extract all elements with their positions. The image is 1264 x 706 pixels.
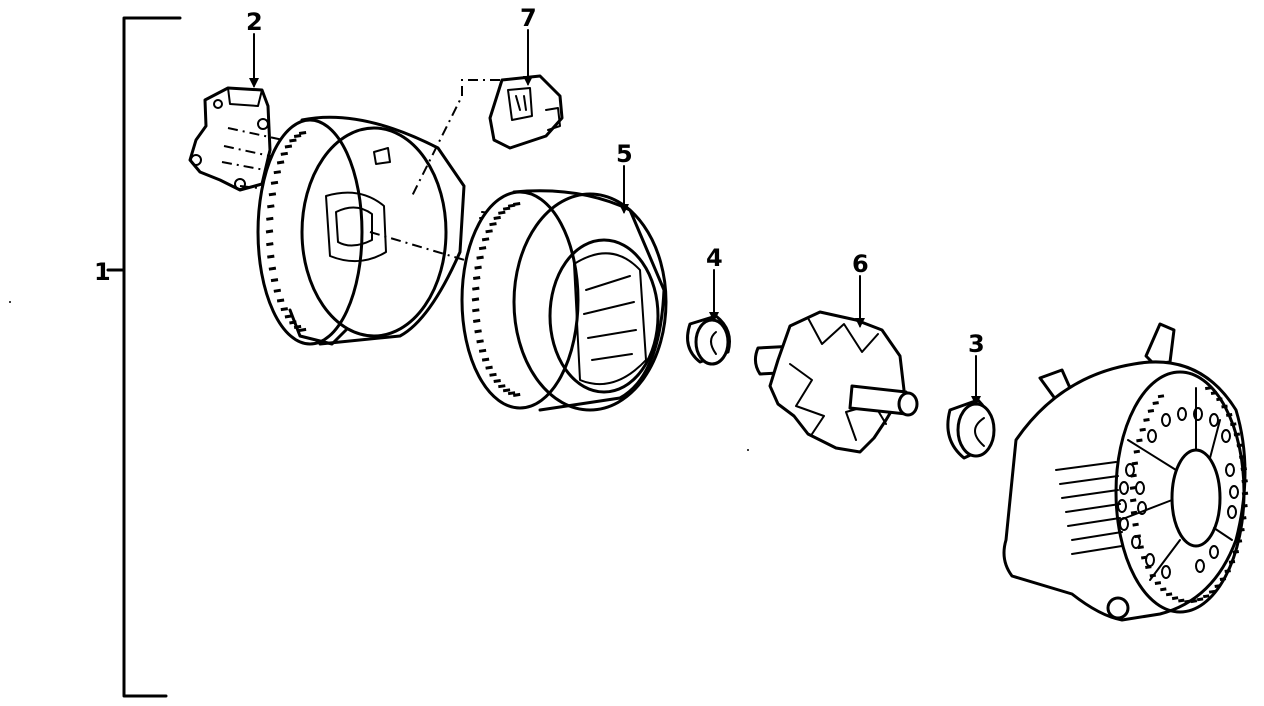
rotor-part [753, 310, 919, 454]
rear-housing-part [1002, 322, 1249, 622]
assembly-bracket [106, 16, 182, 698]
label-7: 7 [520, 4, 537, 32]
label-4: 4 [706, 244, 723, 272]
regulator-part [411, 74, 564, 197]
stator-part [460, 189, 668, 412]
rear-bearing-part [946, 398, 996, 460]
label-5: 5 [616, 140, 633, 168]
front-bearing-part [686, 314, 731, 366]
label-6: 6 [852, 250, 869, 278]
label-3: 3 [968, 330, 985, 358]
label-1: 1 [94, 258, 111, 286]
front-housing-part [256, 115, 479, 346]
label-2: 2 [246, 8, 263, 36]
